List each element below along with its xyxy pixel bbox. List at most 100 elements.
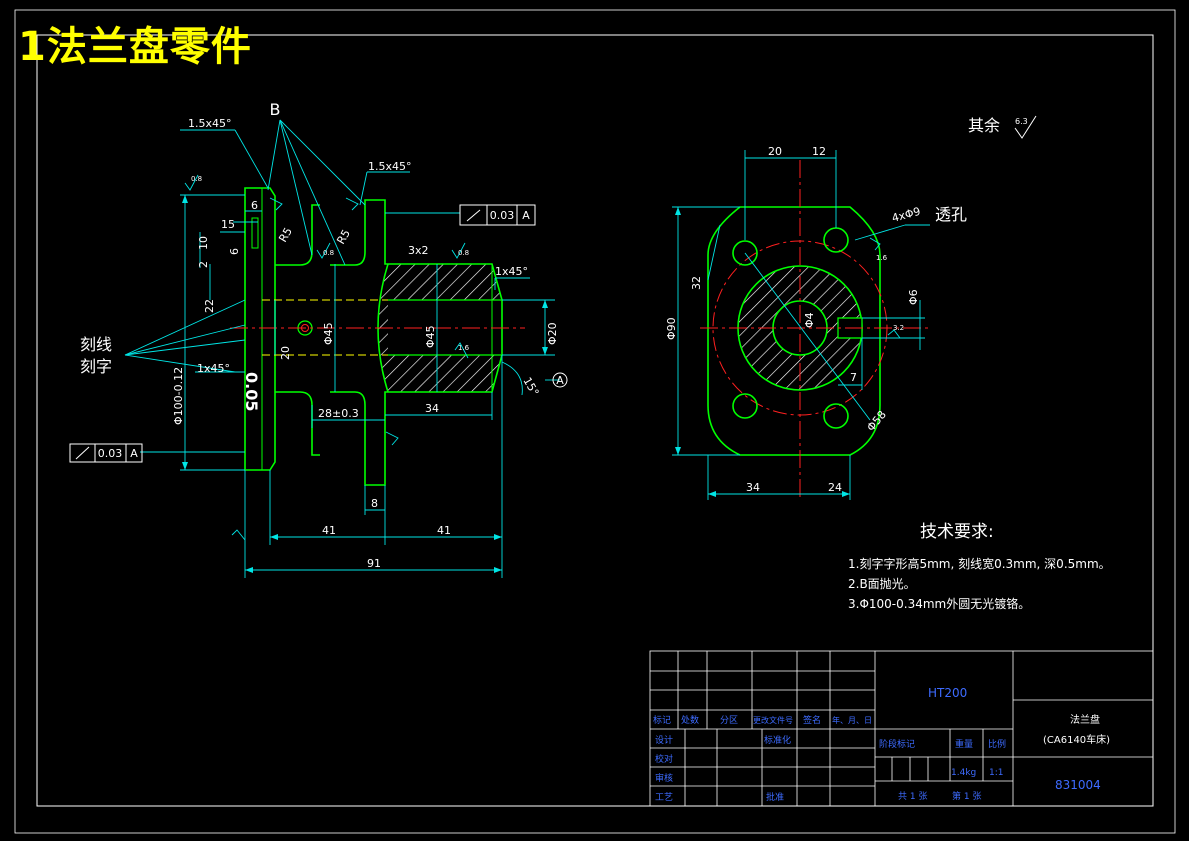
dim-58: Φ58 — [864, 408, 889, 434]
dim-100: Φ100-0.12 — [172, 367, 185, 425]
dim-20-right: Φ20 — [546, 322, 559, 345]
dim-41-b: 41 — [437, 524, 451, 537]
end-dimension-lines — [672, 150, 930, 500]
dim-91: 91 — [367, 557, 381, 570]
tb-standard: 标准化 — [764, 734, 791, 746]
tb-date: 年、月、日 — [832, 715, 872, 725]
rough-val-3: 0.8 — [458, 249, 469, 257]
section-dimension-lines — [124, 119, 560, 578]
rest-finish-label: 其余 — [968, 116, 1000, 135]
tb-sheet-no: 第 1 张 — [952, 790, 981, 802]
tb-process: 工艺 — [655, 792, 673, 803]
tech-item-1: 1.刻字字形高5mm, 刻线宽0.3mm, 深0.5mm。 — [848, 556, 1111, 571]
bolt-hole-2 — [823, 227, 849, 253]
end-view: 20 12 4xΦ9 Φ90 32 Φ6 Φ4 7 Φ58 34 24 3.2 … — [665, 145, 967, 500]
rib-upper — [330, 199, 388, 266]
dim-chamfer-left: 1.5x45° — [188, 117, 232, 130]
dim-6-hole: Φ6 — [907, 289, 920, 305]
b-surface-label: B — [270, 100, 281, 119]
dim-bottom-34: 34 — [746, 481, 760, 494]
outer-frame — [14, 9, 1176, 834]
end-arrowheads — [675, 207, 850, 497]
dim-10: 10 — [197, 236, 210, 250]
web-upper — [275, 204, 320, 266]
tb-material: HT200 — [928, 686, 967, 700]
rough-val-1: 0.8 — [191, 175, 202, 183]
rough-val-6: 1.6 — [876, 254, 888, 262]
dimension-arrowheads — [182, 195, 548, 573]
tb-change-doc: 更改文件号 — [753, 715, 793, 725]
tb-weight-label: 重量 — [955, 738, 973, 750]
datum-label: A — [556, 374, 564, 387]
dim-3x2: 3x2 — [408, 244, 429, 257]
dim-28: 28±0.3 — [318, 407, 359, 420]
title-block-grid — [649, 650, 1154, 807]
tb-scale-value: 1:1 — [989, 768, 1003, 778]
rough-val-5: 3.2 — [893, 324, 904, 332]
dim-20: 20 — [279, 346, 292, 360]
dim-45-a: Φ45 — [322, 322, 335, 345]
dim-22: 22 — [203, 299, 216, 313]
rough-val-2: 0.8 — [323, 249, 334, 257]
runout-left-value: 0.03 — [98, 447, 123, 460]
dim-r5-a: R5 — [276, 225, 295, 244]
tb-scale-label: 比例 — [988, 738, 1006, 750]
tb-stage-label: 阶段标记 — [879, 738, 915, 750]
runout-top-value: 0.03 — [490, 209, 515, 222]
dim-8: 8 — [371, 497, 378, 510]
drawing-heading: 1法兰盘零件 — [18, 24, 252, 70]
runout-left-datum: A — [130, 447, 138, 460]
tb-sheets: 共 1 张 — [898, 791, 927, 802]
through-hole-label: 透孔 — [935, 205, 967, 224]
dim-4: Φ4 — [803, 312, 816, 328]
runout-top-datum: A — [522, 209, 530, 222]
bolt-hole-1 — [732, 240, 758, 266]
tb-drawing-no: 831004 — [1055, 778, 1101, 792]
dim-32: 32 — [690, 276, 703, 290]
rib-lower — [330, 391, 388, 486]
tb-design: 设计 — [655, 734, 673, 746]
tb-sign: 签名 — [803, 714, 821, 726]
dim-6b: 6 — [228, 248, 241, 255]
inner-frame — [36, 34, 1154, 807]
tb-mark: 标记 — [653, 714, 671, 726]
dim-4x9: 4xΦ9 — [890, 205, 922, 225]
tb-zone: 分区 — [720, 715, 738, 726]
dim-top-12: 12 — [812, 145, 826, 158]
dim-7: 7 — [850, 371, 857, 384]
title-block-text: 标记 处数 分区 更改文件号 签名 年、月、日 设计 标准化 校对 审核 工艺 … — [653, 686, 1110, 803]
dim-chamfer-1x45-left: 1x45° — [197, 362, 230, 375]
engrave-line-label: 刻线 — [80, 335, 112, 354]
dim-2: 2 — [197, 261, 210, 268]
dim-15: 15 — [221, 218, 235, 231]
tb-weight-value: 1.4kg — [951, 768, 976, 778]
runout-frame-left: 0.03 A — [69, 443, 143, 463]
engrave-slot — [251, 217, 259, 249]
section-view: A 0.03 A 0.03 A B 1.5x45° 1.5x45° 6 15 1… — [69, 100, 568, 578]
bolt-hole-3 — [732, 393, 758, 419]
dim-34: 34 — [425, 402, 439, 415]
dim-41-a: 41 — [322, 524, 336, 537]
dim-r5-b: R5 — [334, 227, 353, 246]
rest-finish-value: 6.3 — [1015, 117, 1028, 126]
dim-15-deg: 15° — [520, 375, 541, 398]
technical-requirements: 技术要求: 1.刻字字形高5mm, 刻线宽0.3mm, 深0.5mm。 2.B面… — [848, 522, 1111, 611]
roughness-symbols-left — [184, 174, 469, 541]
dim-bottom-24: 24 — [828, 481, 842, 494]
bolt-hole-4 — [823, 403, 849, 429]
tech-title: 技术要求: — [920, 522, 994, 542]
dim-chamfer-right: 1.5x45° — [368, 160, 412, 173]
tb-review: 审核 — [655, 772, 673, 784]
web-lower — [275, 391, 320, 456]
engrave-char-label: 刻字 — [80, 357, 112, 376]
tech-item-3: 3.Φ100-0.34mm外圆无光镀铬。 — [848, 596, 1030, 611]
rest-finish-note: 其余 6.3 — [968, 115, 1037, 139]
dim-top-20: 20 — [768, 145, 782, 158]
dim-6: 6 — [251, 199, 258, 212]
tb-machine: (CA6140车床) — [1043, 733, 1110, 746]
dim-chamfer-1x45-right: 1x45° — [495, 265, 528, 278]
dim-005: 0.05 — [242, 372, 261, 411]
flange-plate — [244, 187, 276, 471]
dim-45-b: Φ45 — [424, 325, 437, 348]
